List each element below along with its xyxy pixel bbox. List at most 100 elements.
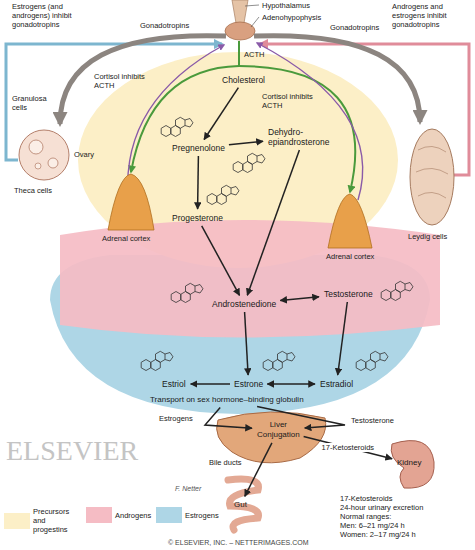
hormone-label: Estriol [160, 378, 188, 390]
node-heading: Androstenedione [212, 299, 276, 309]
legend-text: Precursors and progestins [33, 507, 81, 534]
hormone-label: Progesterone [170, 212, 225, 224]
label-box: © ELSEVIER, INC. – NETTERIMAGES.COM [168, 539, 309, 547]
node-heading: Liver [257, 420, 300, 430]
feedback-note: Estrogens (and androgens) inhibit gonado… [12, 2, 72, 29]
node-heading: Transport on sex hormone–binding globuli… [150, 395, 304, 405]
steroid-structure [263, 351, 295, 370]
copyright-note: © ELSEVIER, INC. – NETTERIMAGES.COM [168, 539, 309, 546]
excretion-note: Men: 6–21 mg/24 h [340, 521, 405, 530]
follicle [48, 158, 58, 168]
label-box: Androgens and estrogens inhibit gonadotr… [392, 2, 472, 29]
label-box: 17-Ketosteroids [340, 494, 393, 503]
label-box: Estrogens (and androgens) inhibit gonado… [12, 2, 88, 29]
node-text: Conjugation [257, 430, 300, 440]
label-box: 24-hour urinary excretion [340, 503, 423, 512]
hormone-label: Pregnenolone [170, 142, 227, 154]
label-box: ELSEVIER [6, 436, 138, 466]
ovary [19, 130, 69, 180]
label-box: Hypothalamus [262, 1, 310, 10]
node-heading: Cholesterol [222, 75, 265, 85]
cell-label: Granulosa cells [12, 94, 47, 112]
androgen-region [60, 220, 440, 338]
label-box: Women: 2–17 mg/24 h [340, 530, 416, 539]
structure-label: Hypothalamus [262, 1, 310, 10]
organ-name: Adrenal cortex [102, 234, 150, 243]
hormone-label: Estradiol [318, 378, 355, 390]
arrow-connector [338, 302, 348, 375]
edge-label: Testosterone [351, 416, 394, 425]
hormone-label: Dehydro-epiandrosterone [266, 126, 342, 148]
edge-label: Bile ducts [209, 458, 242, 467]
node-heading: Estrone [234, 379, 263, 389]
arrow-connector [204, 88, 238, 140]
feedback-note: Cortisol inhibits ACTH [262, 92, 313, 110]
legend-row: Androgens [86, 507, 151, 523]
label-box: Gonadotropins [330, 23, 379, 32]
transport-band: Transport on sex hormone–binding globuli… [148, 394, 306, 406]
label-box: Gonadotropins [140, 21, 189, 30]
steroid-structure [381, 281, 413, 300]
organ-label: LiverConjugation [255, 419, 302, 441]
arrow-connector [197, 156, 199, 209]
excretion-note: 24-hour urinary excretion [340, 503, 423, 512]
label-box: Adenohypophysis [262, 13, 321, 22]
label-box: Normal ranges: [340, 512, 391, 521]
artist-signature: F. Netter [175, 485, 201, 492]
arrow-connector [304, 436, 393, 458]
node-heading: Kidney [397, 458, 421, 468]
label-box: Adrenal cortex [326, 252, 374, 261]
label-box: Leydig cells [408, 232, 447, 241]
label-box: Theca cells [14, 186, 52, 195]
node-heading: Gut [234, 500, 247, 510]
leader-line [251, 17, 259, 27]
adrenal-gland [108, 174, 154, 230]
cell-label: Leydig cells [408, 232, 447, 241]
testis [410, 129, 454, 225]
arrow-connector [205, 408, 252, 429]
steroid-structure [141, 351, 173, 370]
hormone-flow-label: Gonadotropins [140, 21, 189, 30]
steroid-structure [356, 351, 388, 370]
arrow-connector [245, 443, 272, 497]
edge-label: 17-Ketosteroids [322, 443, 375, 452]
node-heading: Pregnenolone [172, 143, 225, 153]
watermark: ELSEVIER [6, 435, 138, 466]
legend-row: Precursors and progestins [4, 507, 81, 534]
leader-line [245, 5, 259, 6]
adrenal-gland [328, 194, 372, 248]
gonadotropin-arrow [60, 36, 226, 124]
legend-swatch [156, 507, 182, 523]
hormone-label: Testosterone [322, 288, 375, 300]
organ-name: Adrenal cortex [326, 252, 374, 261]
pituitary-gland [225, 22, 255, 40]
hypothalamus-stalk [232, 0, 248, 23]
edge-label-box: Bile ducts [208, 458, 243, 467]
label-box: Ovary [74, 150, 94, 159]
follicle [35, 163, 41, 169]
edge-label-box: 17-Ketosteroids [321, 443, 376, 452]
excretion-note: 17-Ketosteroids [340, 494, 393, 503]
organ-label: Gut [232, 499, 249, 511]
kidney [391, 441, 434, 489]
hormone-label: Cholesterol [220, 74, 267, 86]
legend-swatch [4, 513, 30, 529]
follicle [29, 140, 43, 154]
label-box: Cortisol inhibits ACTH [94, 72, 150, 90]
hormone-flow-label: ACTH [244, 50, 264, 59]
label-box: Cortisol inhibits ACTH [262, 92, 318, 110]
node-heading: Estriol [162, 379, 186, 389]
legend-row: Estrogens [156, 507, 219, 523]
cortisol-arrow [257, 43, 363, 200]
arrow-connector [245, 312, 249, 375]
legend-swatch [86, 507, 112, 523]
testis-tubules [416, 146, 448, 198]
excretion-note: Women: 2–17 mg/24 h [340, 530, 416, 539]
acth-stem [238, 41, 240, 66]
node-heading: Estradiol [320, 379, 353, 389]
arrow-connector [229, 141, 263, 145]
hormone-label: Androstenedione [210, 298, 278, 310]
node-heading: Progesterone [172, 213, 223, 223]
label-box: Adrenal cortex [102, 234, 150, 243]
